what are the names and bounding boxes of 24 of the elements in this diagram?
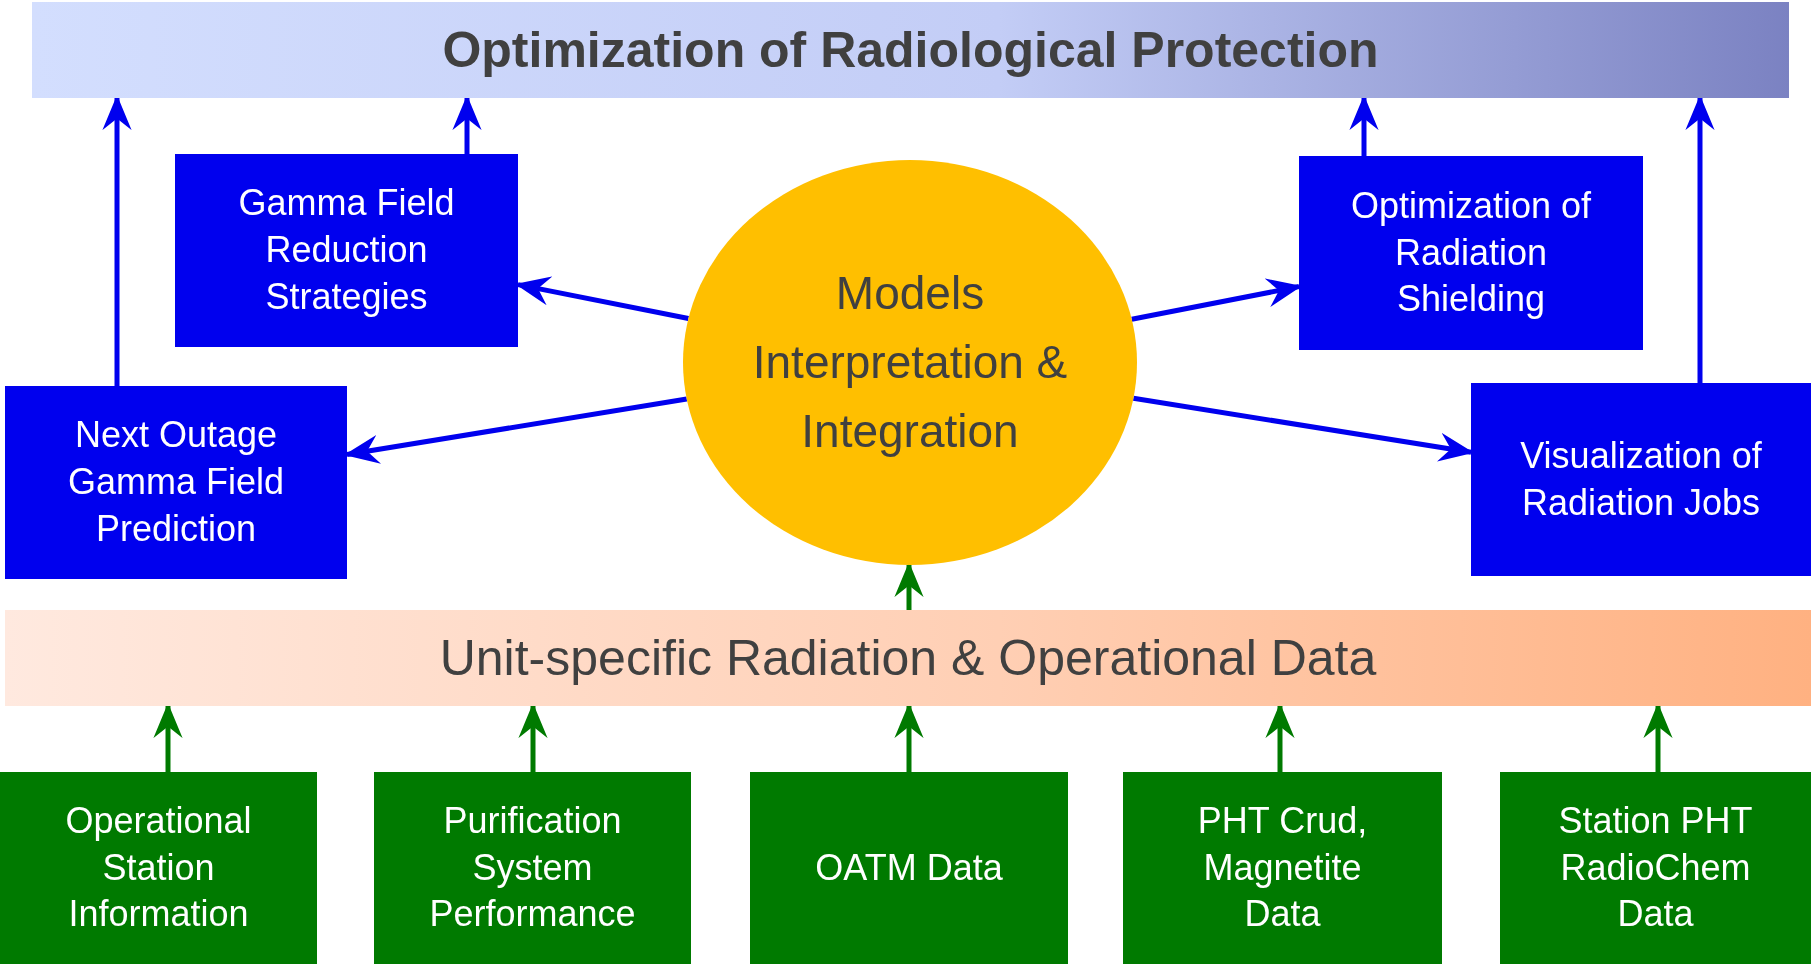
node-label: Gamma Field Reduction Strategies [237,181,456,319]
node-label: Optimization of Radiation Shielding [1349,183,1593,322]
source-box [1500,772,1811,964]
process-box [5,386,347,579]
node-label: PHT Crud, Magnetite Data [1196,798,1369,937]
process-box [175,154,518,347]
node-label: OATM Data [815,845,1003,890]
source-box [374,772,691,964]
node-label: Visualization of Radiation Jobs [1519,433,1763,525]
source-box [1123,772,1442,964]
node-label: Operational Station Information [64,798,253,937]
node-label: Next Outage Gamma Field Prediction [66,413,286,551]
node-label: Unit-specific Radiation & Operational Data [439,629,1377,687]
data-band [5,610,1811,706]
source-box [0,772,317,964]
node-label: Models Interpretation & Integration [751,266,1069,459]
node-label: Purification System Performance [428,798,637,937]
title: Optimization of Radiological Protection [442,21,1379,79]
title-band [32,2,1789,98]
node-label: Station PHT RadioChem Data [1557,798,1754,937]
source-box [750,772,1068,964]
process-box [1299,156,1643,350]
arrow [894,562,924,610]
process-box [1471,383,1811,576]
